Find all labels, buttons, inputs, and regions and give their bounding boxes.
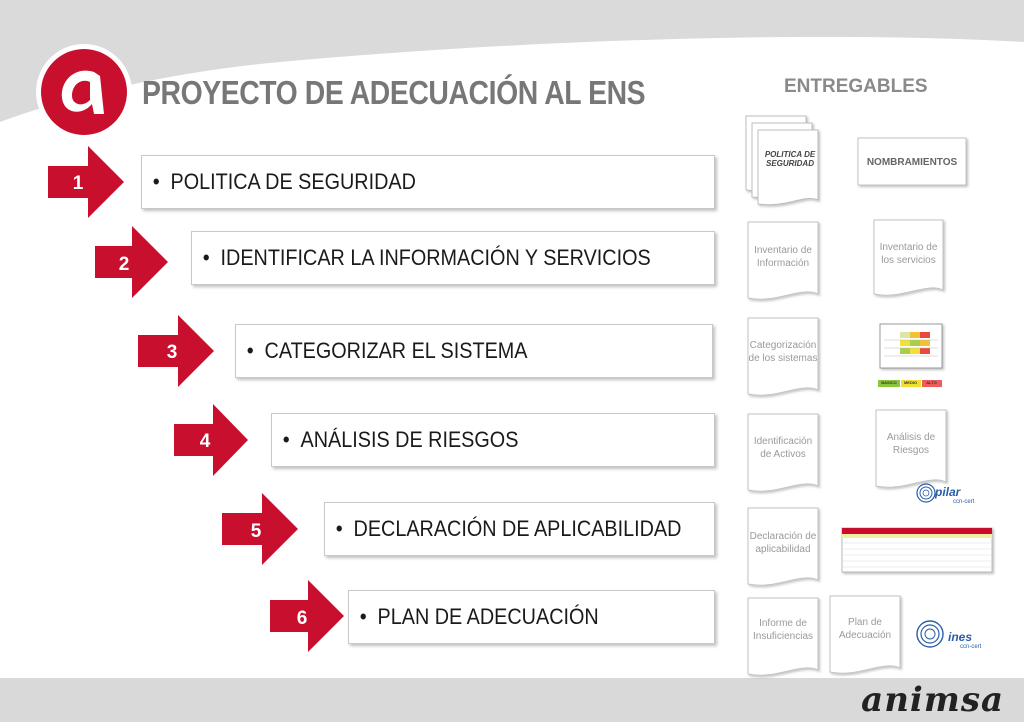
footer-band [0,678,1024,722]
step-number-6: 6 [297,608,308,629]
ines-fingerprint-icon [916,620,944,648]
step-number-2: 2 [119,254,130,275]
inventario-servicios-line1: Inventario de [879,242,938,253]
nombramientos-box [857,137,967,186]
inventario-informacion-line1: Inventario de [754,245,812,256]
step-box-5: • DECLARACIÓN DE APLICABILIDAD [324,502,715,556]
bullet: • [202,245,210,270]
plan-line2: Adecuación [838,630,892,641]
inventario-servicios-label: Inventario de los servicios [874,241,943,267]
politica-document-icon [745,115,819,206]
step-label-5: DECLARACIÓN DE APLICABILIDAD [353,516,682,541]
declaracion-line1: Declaración de [749,531,817,542]
step-box-6: • PLAN DE ADECUACIÓN [348,590,715,644]
ines-logo-sub: ccn-cert [960,644,982,650]
bullet: • [335,516,343,541]
step-label-6: PLAN DE ADECUACIÓN [377,604,599,629]
categorizacion-document-icon [747,317,819,396]
declaracion-label: Declaración de aplicabilidad [746,530,820,556]
legend-medio [901,380,921,387]
step-number-5: 5 [251,521,262,542]
informe-label: Informe de Insuficiencias [748,617,818,643]
step-box-4: • ANÁLISIS DE RIESGOS [271,413,715,467]
politica-label: POLITICA DE SEGURIDAD [758,150,822,168]
step-arrow-4: 4 [174,404,248,476]
activos-document-icon [747,413,819,492]
legend-basico [878,380,900,387]
riesgos-document-icon [875,409,947,488]
legend-alto [922,380,942,387]
step-number-4: 4 [200,431,211,452]
step-number-3: 3 [167,342,178,363]
step-arrows: 1 2 3 4 5 6 [48,146,344,652]
step-label-3: CATEGORIZAR EL SISTEMA [264,338,528,363]
bullet: • [359,604,367,629]
politica-label-line1: POLITICA DE [764,150,816,159]
pilar-logo: pilar ccn-cert [935,485,974,505]
inventario-informacion-document-icon [747,221,819,300]
step-box-3: • CATEGORIZAR EL SISTEMA [235,324,713,378]
informe-line1: Informe de [759,618,807,629]
step-arrow-2: 2 [95,226,168,298]
step-arrow-6: 6 [270,580,344,652]
legend-alto-label: ALTO [926,380,937,385]
legend-basico-label: BÁSICO [881,380,897,385]
riesgos-line2: Riesgos [892,445,930,456]
plan-label: Plan de Adecuación [830,616,900,642]
pilar-logo-word: pilar [935,485,961,499]
plan-document-icon [829,595,901,674]
bullet: • [246,338,254,363]
categorization-table-thumbnail [879,323,943,369]
declaracion-line2: aplicabilidad [755,544,811,555]
animsa-brand-logo: animsa [861,680,1004,720]
step-label-1: POLITICA DE SEGURIDAD [170,169,416,194]
riesgos-line1: Análisis de [886,432,936,443]
step-arrow-1: 1 [48,146,124,218]
declaracion-document-icon [747,507,819,586]
soa-table-thumbnail [841,527,993,573]
pilar-fingerprint-icon [916,483,936,503]
categorizacion-line2: de los sistemas [748,353,818,364]
inventario-informacion-label: Inventario de Información [748,244,818,270]
page-title: PROYECTO DE ADECUACIÓN AL ENS [142,74,646,111]
ines-logo: ines ccn-cert [948,630,981,650]
riesgos-label: Análisis de Riesgos [876,431,946,457]
header-swoosh [0,0,1024,122]
bullet: • [282,427,290,452]
category-legend-labels: BÁSICO MEDIO ALTO [878,380,944,385]
politica-label-line2: SEGURIDAD [765,159,814,168]
deliverables-shapes [745,115,993,676]
activos-label: Identificación de Activos [748,435,818,461]
informe-document-icon [747,597,819,676]
step-box-2: • IDENTIFICAR LA INFORMACIÓN Y SERVICIOS [191,231,715,285]
activos-line2: de Activos [760,449,806,460]
bullet: • [152,169,160,194]
categorizacion-label: Categorización de los sistemas [746,339,820,365]
inventario-informacion-line2: Información [756,258,810,269]
step-arrow-3: 3 [138,315,214,387]
legend-medio-label: MEDIO [903,380,918,385]
informe-line2: Insuficiencias [752,631,814,642]
step-arrow-5: 5 [222,493,298,565]
pilar-logo-sub: ccn-cert [953,499,975,505]
step-label-2: IDENTIFICAR LA INFORMACIÓN Y SERVICIOS [220,245,651,270]
activos-line1: Identificación [753,436,813,447]
step-box-1: • POLITICA DE SEGURIDAD [141,155,715,209]
animsa-a-logo-icon [36,44,132,140]
inventario-servicios-document-icon [873,219,944,296]
nombramientos-label: NOMBRAMIENTOS [866,157,958,168]
plan-line1: Plan de [848,617,882,628]
ines-logo-word: ines [948,630,973,644]
deliverables-title: ENTREGABLES [784,76,928,97]
step-label-4: ANÁLISIS DE RIESGOS [300,427,519,452]
inventario-servicios-line2: los servicios [881,255,936,266]
step-number-1: 1 [73,173,84,194]
categorizacion-line1: Categorización [749,340,817,351]
